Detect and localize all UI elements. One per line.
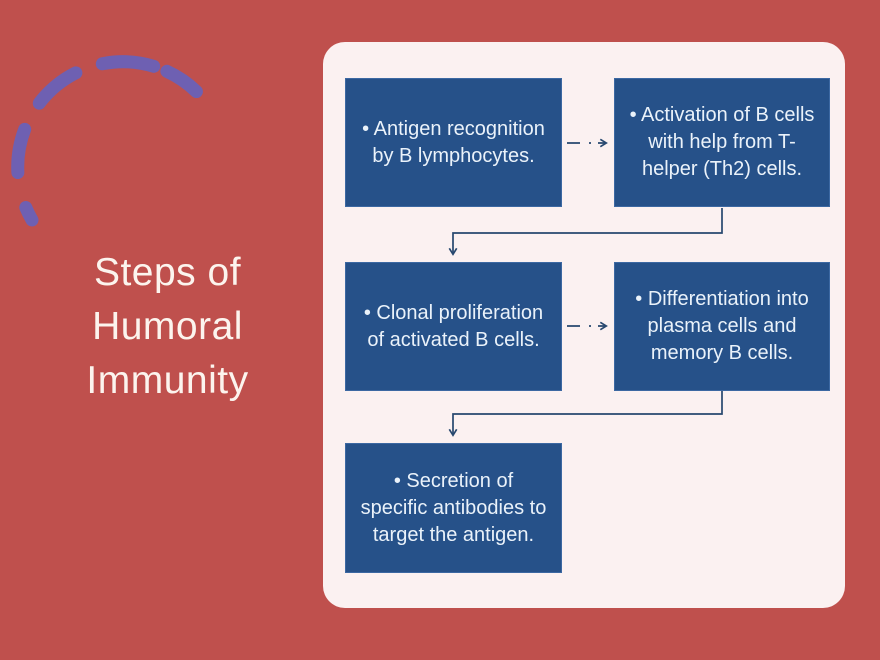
step-box-label: • Activation of B cells with help from T… xyxy=(629,104,815,180)
content-panel: • Antigen recognition by B lymphocytes. … xyxy=(323,42,845,608)
arrow-step2-to-step3 xyxy=(448,208,723,256)
step-box-label: • Differentiation into plasma cells and … xyxy=(635,288,809,364)
step-box-clonal-proliferation: • Clonal proliferation of activated B ce… xyxy=(345,262,562,391)
step-box-label: • Clonal proliferation of activated B ce… xyxy=(363,301,544,351)
step-box-antigen-recognition: • Antigen recognition by B lymphocytes. xyxy=(345,78,562,207)
dashed-circle-decoration xyxy=(11,55,221,227)
page-title: Steps of Humoral Immunity xyxy=(30,246,305,408)
step-box-b-cell-activation: • Activation of B cells with help from T… xyxy=(614,78,830,207)
step-box-label: • Secretion of specific antibodies to ta… xyxy=(360,469,547,546)
step-box-label: • Antigen recognition by B lymphocytes. xyxy=(362,117,545,167)
title-line-1: Steps of xyxy=(93,251,242,294)
title-line-2: Humoral xyxy=(92,305,243,348)
step-box-antibody-secretion: • Secretion of specific antibodies to ta… xyxy=(345,443,562,573)
title-line-3: Immunity xyxy=(86,359,249,402)
step-box-differentiation: • Differentiation into plasma cells and … xyxy=(614,262,830,391)
arrow-step4-to-step5 xyxy=(448,391,723,437)
